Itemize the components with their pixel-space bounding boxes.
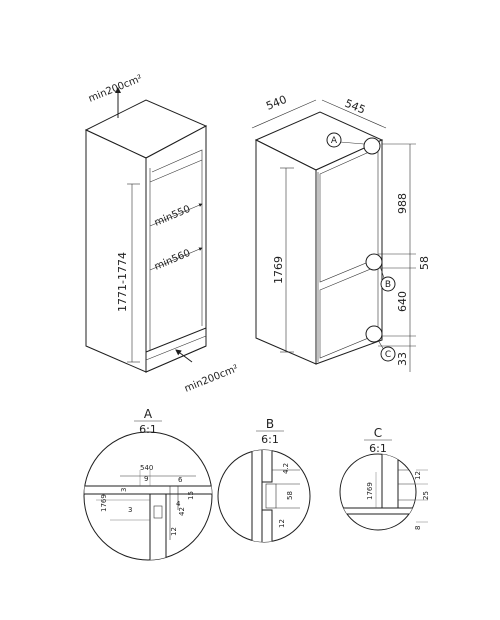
detail-a-circle [83, 431, 213, 561]
detail-b-title: B [266, 417, 274, 431]
detail-a-dim-6: 3 [128, 506, 132, 514]
detail-a: A 6:1 540 9 3 6 15 1769 3 4 42 12 [83, 407, 213, 561]
callout-c-marker [365, 325, 383, 343]
callout-a-marker [363, 137, 381, 155]
detail-a-dim-3: 6 [178, 476, 183, 484]
appliance-front-face [315, 139, 383, 365]
detail-c-circle [339, 453, 417, 531]
gap-label: 58 [418, 256, 431, 270]
detail-c-scale: 6:1 [369, 442, 387, 455]
detail-a-title: A [144, 407, 153, 421]
appliance-drawing [251, 99, 416, 372]
cabinet-drawing [84, 87, 208, 373]
detail-b-scale: 6:1 [261, 433, 279, 446]
appliance-depth-label: 545 [343, 97, 367, 117]
callout-a-label: A [331, 136, 338, 146]
detail-a-dim-0: 540 [140, 464, 153, 472]
callout-b-marker [365, 253, 383, 271]
lower-door-label: 640 [396, 291, 409, 312]
callout-b-label: B [385, 280, 391, 290]
upper-door-label: 988 [396, 193, 409, 214]
detail-a-dim-5: 1769 [100, 494, 108, 512]
detail-c-dim-0: 1769 [366, 482, 374, 500]
detail-b-dim-0: 4.2 [282, 463, 290, 474]
detail-c-dim-3: 8 [414, 526, 422, 530]
cabinet-side-face [85, 129, 147, 373]
detail-b-dim-1: 58 [286, 491, 294, 500]
detail-b-dim-2: 12 [278, 519, 286, 528]
bottom-gap-label: 33 [396, 352, 409, 366]
detail-a-dim-8: 42 [178, 507, 186, 516]
detail-b: B 6:1 4.2 58 12 [217, 417, 311, 543]
vent-bottom-label: min200cm² [183, 363, 240, 395]
appliance-width-label: 540 [264, 93, 288, 113]
detail-a-scale: 6:1 [139, 423, 157, 436]
niche-height-label: 1771-1774 [116, 252, 129, 312]
detail-a-dim-7: 4 [176, 500, 181, 508]
callout-c-label: C [385, 350, 391, 360]
detail-a-dim-2: 3 [120, 488, 128, 492]
detail-a-dim-4: 15 [187, 491, 195, 500]
detail-c-dim-2: 25 [422, 491, 430, 500]
detail-c-dim-1: 12 [414, 471, 422, 480]
detail-c-title: C [374, 426, 382, 440]
detail-a-dim-9: 12 [170, 527, 178, 536]
detail-c: C 6:1 1769 12 25 8 [339, 426, 430, 531]
vent-top-label: min200cm² [87, 73, 144, 105]
detail-a-dim-1: 9 [144, 475, 148, 483]
appliance-height-label: 1769 [272, 256, 285, 284]
